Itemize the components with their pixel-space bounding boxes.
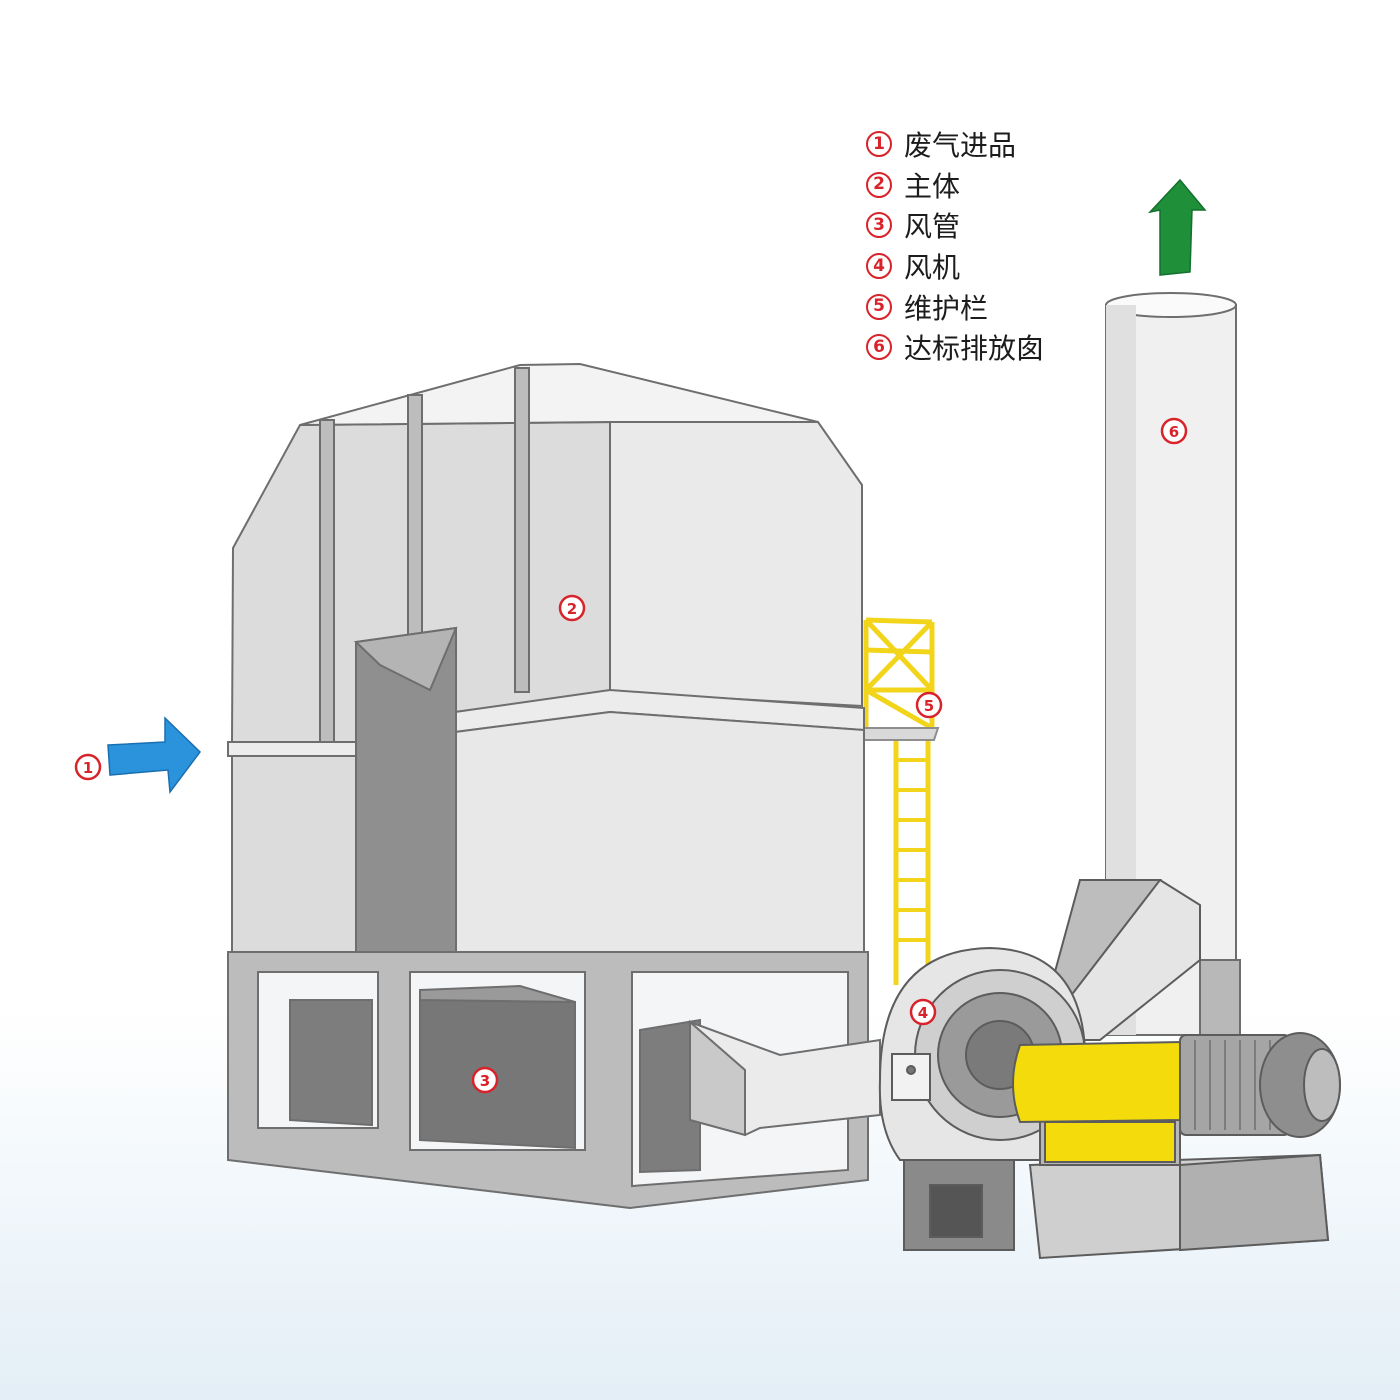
- legend: 1 废气进品 2 主体 3 风管 4 风机 5 维护栏 6 达标排放囱: [866, 124, 1044, 368]
- legend-label: 维护栏: [904, 291, 989, 325]
- platform: [858, 727, 940, 741]
- tag-main-body-number: 2: [567, 600, 577, 618]
- legend-label: 废气进品: [904, 129, 1017, 163]
- tag-main-body: 2: [558, 594, 586, 622]
- legend-item: 6 达标排放囱: [866, 327, 1044, 368]
- legend-number: 6: [866, 334, 892, 361]
- tag-duct: 3: [471, 1066, 499, 1094]
- legend-number: 2: [866, 171, 892, 198]
- tag-guardrail-number: 5: [924, 697, 934, 715]
- legend-label: 主体: [904, 169, 961, 203]
- tag-chimney: 6: [1160, 417, 1188, 445]
- tag-fan-number: 4: [918, 1004, 928, 1022]
- legend-label: 达标排放囱: [904, 332, 1045, 366]
- legend-number: 4: [866, 253, 892, 280]
- fan: [878, 879, 1341, 1260]
- legend-item: 3 风管: [866, 205, 1044, 246]
- tag-chimney-number: 6: [1169, 423, 1179, 441]
- legend-number: 5: [866, 293, 892, 320]
- inlet-arrow-icon: [107, 716, 201, 795]
- legend-item: 5 维护栏: [866, 286, 1044, 327]
- legend-item: 4 风机: [866, 246, 1044, 287]
- base-frame: [227, 951, 881, 1210]
- tag-inlet: 1: [74, 753, 102, 781]
- legend-item: 1 废气进品: [866, 124, 1044, 165]
- tag-guardrail: 5: [915, 691, 943, 719]
- legend-label: 风管: [904, 210, 961, 244]
- legend-item: 2 主体: [866, 165, 1044, 206]
- outlet-arrow-icon: [1147, 178, 1207, 276]
- tag-fan: 4: [909, 998, 937, 1026]
- legend-label: 风机: [904, 251, 961, 285]
- main-body: [227, 362, 865, 953]
- legend-number: 3: [866, 212, 892, 239]
- legend-number: 1: [866, 131, 892, 158]
- tag-duct-number: 3: [480, 1072, 490, 1090]
- tag-inlet-number: 1: [83, 759, 93, 777]
- guardrail-ladder: [863, 617, 935, 985]
